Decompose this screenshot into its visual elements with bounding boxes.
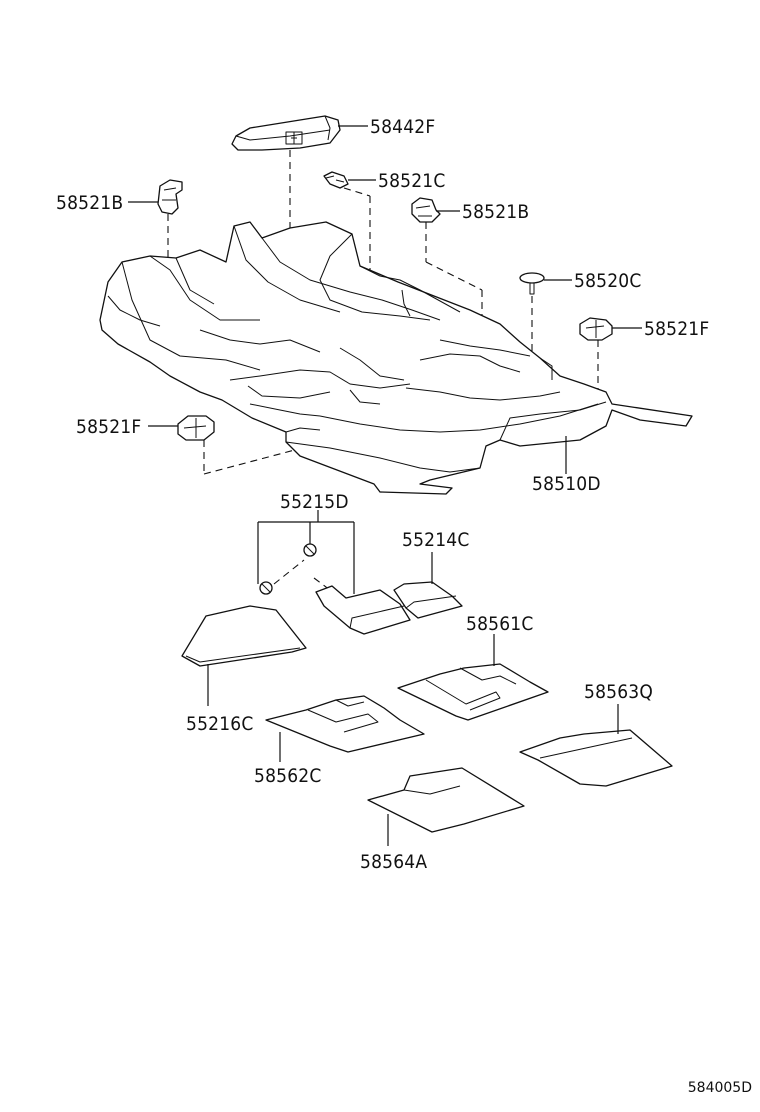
label-58521F-right[interactable]: 58521F xyxy=(644,318,709,340)
label-58521B-left[interactable]: 58521B xyxy=(56,192,123,214)
label-55216C[interactable]: 55216C xyxy=(186,713,254,735)
label-58520C[interactable]: 58520C xyxy=(574,270,642,292)
part-58521F-right-shape[interactable] xyxy=(579,317,613,341)
part-58520C-shape[interactable] xyxy=(519,272,545,295)
label-58521F-left[interactable]: 58521F xyxy=(76,416,141,438)
part-58510D-shape[interactable] xyxy=(99,221,693,495)
label-55214C[interactable]: 55214C xyxy=(402,529,470,551)
part-58563Q-shape[interactable] xyxy=(519,729,673,787)
part-58564A-shape[interactable] xyxy=(367,767,525,833)
part-55215D-screw-2[interactable] xyxy=(303,543,317,557)
label-58521C[interactable]: 58521C xyxy=(378,170,446,192)
part-55215D-bracket-shape[interactable] xyxy=(315,585,411,635)
label-58442F[interactable]: 58442F xyxy=(370,116,435,138)
label-58563Q[interactable]: 58563Q xyxy=(584,681,653,703)
part-58521C-shape[interactable] xyxy=(323,171,349,189)
part-58521B-right-shape[interactable] xyxy=(411,197,441,223)
label-58564A[interactable]: 58564A xyxy=(360,851,427,873)
diagram-code: 584005D xyxy=(688,1080,752,1096)
part-55215D-screw-1[interactable] xyxy=(259,581,273,595)
label-58521B-right[interactable]: 58521B xyxy=(462,201,529,223)
label-58561C[interactable]: 58561C xyxy=(466,613,534,635)
part-58521B-left-shape[interactable] xyxy=(157,179,183,215)
part-58562C-shape[interactable] xyxy=(265,695,425,753)
label-58510D[interactable]: 58510D xyxy=(532,473,601,495)
part-58442F-shape[interactable] xyxy=(231,115,341,151)
part-55216C-shape[interactable] xyxy=(181,605,307,667)
label-58562C[interactable]: 58562C xyxy=(254,765,322,787)
part-58521F-left-shape[interactable] xyxy=(177,415,215,441)
part-55214C-shape[interactable] xyxy=(393,581,463,619)
label-55215D[interactable]: 55215D xyxy=(280,491,349,513)
part-58561C-shape[interactable] xyxy=(397,663,549,721)
